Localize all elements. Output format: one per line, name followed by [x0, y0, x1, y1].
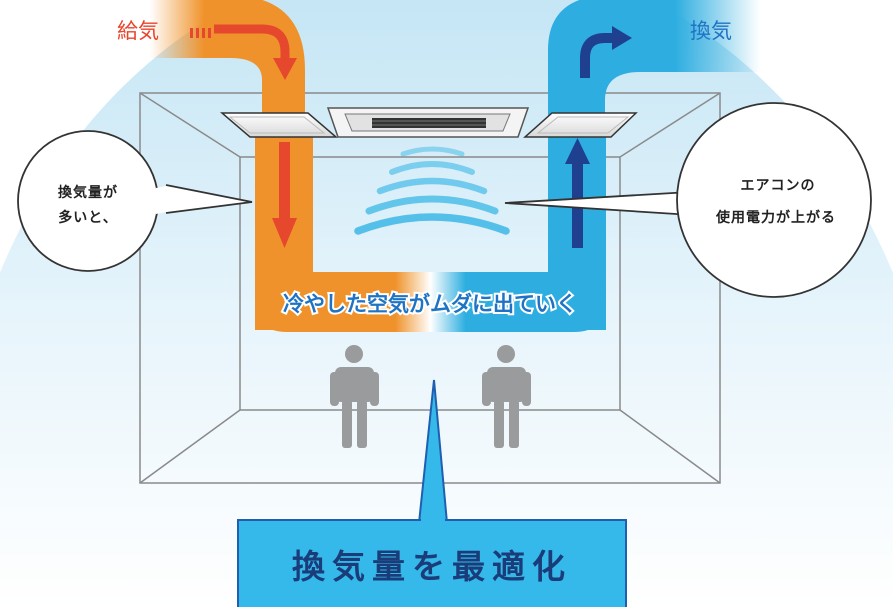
supply-down-arrow-icon: [272, 142, 297, 248]
speech-bubble-right: [504, 102, 872, 298]
supply-label: 給気: [117, 19, 159, 43]
bubble-right-line1: エアコンの: [741, 178, 816, 194]
exhaust-label: 換気: [690, 19, 732, 43]
callout-text: 換気量を最適化: [292, 547, 572, 586]
bubble-right-line2: 使用電力が上がる: [715, 209, 836, 226]
air-conditioner-icon: [326, 107, 530, 138]
exhaust-grille-icon: [523, 112, 638, 138]
person-icon: [330, 345, 379, 448]
speech-bubble-left: [17, 130, 253, 272]
bubble-left-line1: 換気量が: [58, 184, 118, 201]
exhaust-arrow-icon: [580, 26, 632, 78]
cool-air-wave-icon: [354, 146, 510, 235]
person-icon: [482, 345, 531, 448]
bubble-left-line2: 多いと、: [58, 209, 117, 226]
callout-box: [237, 379, 627, 607]
supply-grille-icon: [219, 112, 339, 138]
air-flow-bottom: [255, 270, 606, 332]
flow-caption: 冷やした空気がムダに出ていく: [283, 292, 577, 316]
supply-arrow-icon: [190, 24, 297, 80]
